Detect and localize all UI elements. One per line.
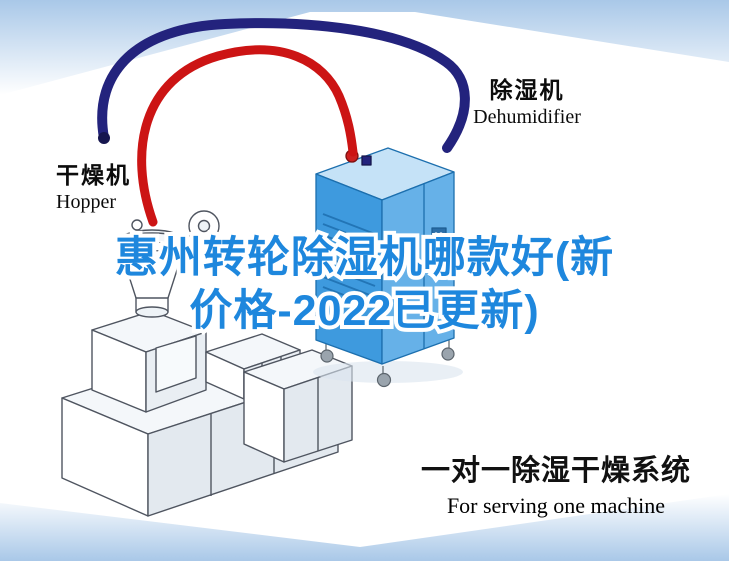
caption-cn: 一对一除湿干燥系统 — [420, 455, 691, 487]
hopper-label-cn: 干燥机 — [56, 162, 131, 188]
dehumidifier-shadow — [313, 361, 463, 383]
dehumidifier-illustration — [313, 147, 463, 388]
extruder-machine-illustration — [61, 310, 353, 517]
dehumidifier-label-cn: 除湿机 — [489, 77, 565, 103]
caption: 一对一除湿干燥系统 For serving one machine — [398, 455, 714, 519]
hoses — [97, 18, 470, 227]
hopper-knob — [131, 219, 143, 231]
hopper-label: 干燥机 Hopper — [56, 162, 176, 214]
red-hose — [137, 45, 358, 227]
dehumidifier-side-face — [381, 171, 455, 365]
hose-port-navy — [361, 155, 372, 166]
dehumidifier-label: 除湿机 Dehumidifier — [452, 77, 602, 129]
caption-en: For serving one machine — [446, 493, 666, 519]
top-gradient-band — [0, 0, 729, 95]
casters — [320, 340, 455, 388]
control-panel — [431, 227, 447, 255]
navy-hose-end-fitting — [98, 132, 110, 144]
hopper-label-en: Hopper — [56, 191, 116, 214]
hopper-illustration — [117, 210, 220, 318]
dehumidifier-label-en: Dehumidifier — [473, 106, 581, 129]
dehumidifier-front-face — [315, 173, 383, 365]
door-handle — [429, 261, 436, 277]
navy-hose — [97, 18, 470, 153]
hopper-lid — [117, 229, 187, 243]
vent-louvers — [322, 213, 376, 308]
bottom-gradient-band — [0, 494, 729, 561]
